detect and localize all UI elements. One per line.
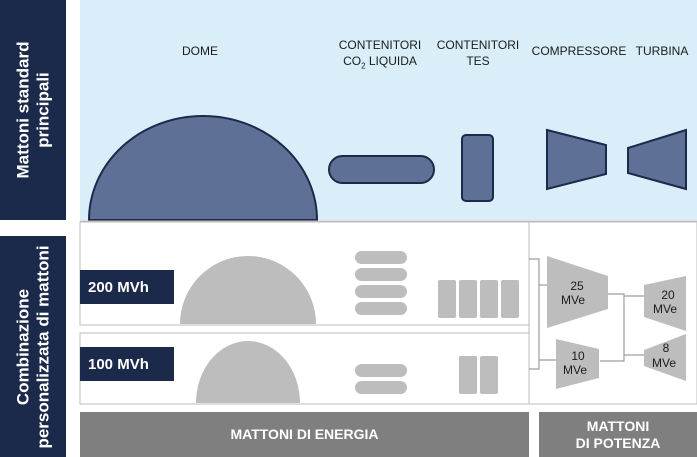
dome-100-shape xyxy=(196,341,300,403)
compressor-10-shape xyxy=(556,339,599,389)
turbine-20-value: 20 xyxy=(661,288,675,302)
co2-tank-100-2 xyxy=(355,381,407,394)
compressor-10-value: 10 xyxy=(571,349,585,363)
tes-tank-200-2 xyxy=(459,280,477,318)
turbine-8-unit: MVe xyxy=(652,356,676,370)
side-panel-custom-combination: Combinazione personalizzata di mattoni xyxy=(0,236,66,457)
co2-tank-200-4 xyxy=(355,302,407,315)
power-bricks-box xyxy=(528,221,697,405)
tes-tank-shape xyxy=(461,134,494,202)
capacity-badge-100: 100 MVh xyxy=(80,347,174,381)
compressor-25-value: 25 xyxy=(570,279,584,293)
co2-subscript: 2 xyxy=(361,61,366,71)
power-bricks-footer-line1: MATTONI xyxy=(586,417,650,434)
compressor-label: COMPRESSORE xyxy=(531,44,627,58)
power-bricks-footer-line2: DI POTENZA xyxy=(575,434,661,451)
capacity-badge-200: 200 MVh xyxy=(80,270,174,304)
compressor-10-unit: MVe xyxy=(563,363,587,377)
dome-200-shape xyxy=(180,256,316,324)
compressor-shape xyxy=(546,128,607,191)
power-bricks-footer: MATTONI DI POTENZA xyxy=(539,412,697,457)
turbine-20-shape xyxy=(644,276,686,331)
tes-tank-200-4 xyxy=(501,280,519,318)
compressor-25-unit: MVe xyxy=(561,293,585,307)
co2-tank-200-1 xyxy=(355,251,407,264)
tes-tanks-label: CONTENITORI TES xyxy=(428,37,528,69)
co2-tank-shape xyxy=(328,155,435,184)
co2-formula: CO xyxy=(343,54,362,69)
dome-shape xyxy=(87,115,319,221)
tes-tank-200-3 xyxy=(480,280,498,318)
connector-lines xyxy=(529,258,644,370)
tes-tank-100-1 xyxy=(459,356,477,394)
turbine-label: TURBINA xyxy=(635,44,689,58)
co2-tank-100-1 xyxy=(355,364,407,377)
turbine-20-unit: MVe xyxy=(653,302,677,316)
compressor-25-shape xyxy=(547,256,608,328)
dome-label: DOME xyxy=(182,44,218,58)
co2-tanks-label-line2: CO2 LIQUIDA xyxy=(330,53,430,72)
tes-tanks-label-line1: CONTENITORI xyxy=(436,38,520,52)
turbine-8-shape xyxy=(644,334,686,381)
co2-tank-200-2 xyxy=(355,268,407,281)
co2-tanks-label: CONTENITORI CO2 LIQUIDA xyxy=(330,37,430,72)
energy-bricks-footer: MATTONI DI ENERGIA xyxy=(80,412,529,457)
co2-tank-200-3 xyxy=(355,285,407,298)
co2-tanks-label-line1: CONTENITORI xyxy=(338,38,422,52)
tes-tank-200-1 xyxy=(438,280,456,318)
turbine-shape xyxy=(627,128,687,191)
turbine-8-value: 8 xyxy=(663,341,670,355)
tes-tank-100-2 xyxy=(480,356,498,394)
side-panel-standard-bricks: Mattoni standard principali xyxy=(0,0,66,220)
tes-tanks-label-line2: TES xyxy=(466,54,490,69)
co2-liquid-text: LIQUIDA xyxy=(365,54,417,69)
